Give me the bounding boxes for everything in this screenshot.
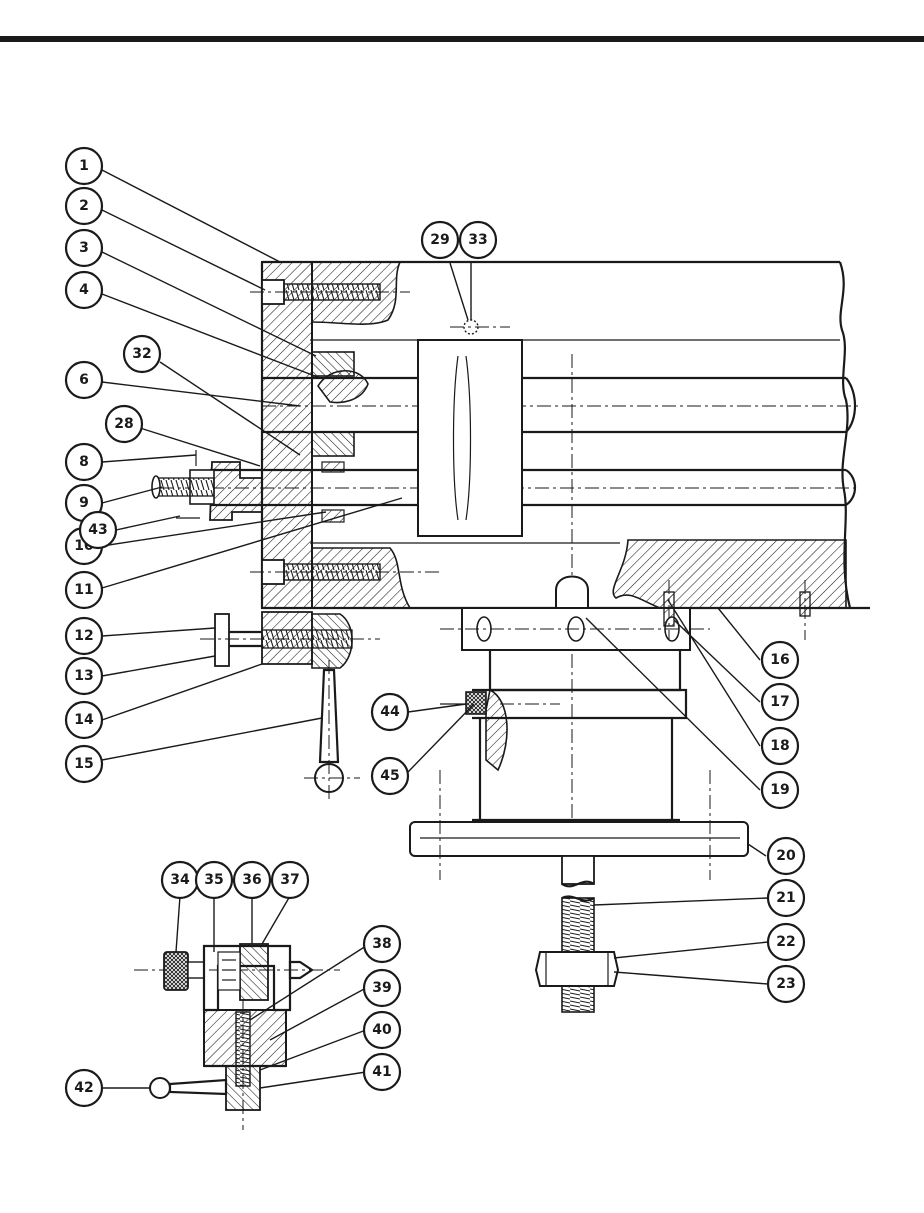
callout-6: 6: [64, 360, 104, 400]
callout-29: 29: [420, 220, 460, 260]
main-table-assembly: [151, 260, 870, 800]
svg-text:21: 21: [776, 890, 795, 906]
callout-20: 20: [766, 836, 806, 876]
callout-18: 18: [760, 726, 800, 766]
callout-17: 17: [760, 682, 800, 722]
callout-14: 14: [64, 700, 104, 740]
svg-text:4: 4: [79, 282, 89, 298]
callout-39: 39: [362, 968, 402, 1008]
svg-text:41: 41: [372, 1064, 391, 1080]
svg-text:35: 35: [204, 872, 223, 888]
callout-45: 45: [370, 756, 410, 796]
callout-8: 8: [64, 442, 104, 482]
svg-text:23: 23: [776, 976, 795, 992]
callout-35: 35: [194, 860, 234, 900]
svg-text:38: 38: [372, 936, 391, 952]
callout-42: 42: [64, 1068, 104, 1108]
svg-text:19: 19: [770, 782, 789, 798]
callout-1: 1: [64, 146, 104, 186]
svg-text:32: 32: [132, 346, 151, 362]
svg-text:15: 15: [74, 756, 93, 772]
leader-lines: [101, 169, 769, 1089]
callout-22: 22: [766, 922, 806, 962]
svg-text:1: 1: [79, 158, 89, 174]
callout-32: 32: [122, 334, 162, 374]
callout-23: 23: [766, 964, 806, 1004]
callout-13: 13: [64, 656, 104, 696]
callout-3: 3: [64, 228, 104, 268]
callout-16: 16: [760, 640, 800, 680]
callout-43: 43: [78, 510, 118, 550]
svg-text:20: 20: [776, 848, 796, 864]
svg-text:9: 9: [79, 495, 89, 511]
callout-4: 4: [64, 270, 104, 310]
callout-33: 33: [458, 220, 498, 260]
svg-text:34: 34: [170, 872, 190, 888]
svg-text:22: 22: [776, 934, 795, 950]
callout-34: 34: [160, 860, 200, 900]
holder-detail-assembly: [134, 943, 340, 1130]
callout-15: 15: [64, 744, 104, 784]
svg-text:36: 36: [242, 872, 261, 888]
callout-44: 44: [370, 692, 410, 732]
callout-21: 21: [766, 878, 806, 918]
callout-40: 40: [362, 1010, 402, 1050]
svg-text:16: 16: [770, 652, 789, 668]
svg-text:18: 18: [770, 738, 789, 754]
svg-text:14: 14: [74, 712, 94, 728]
callout-19: 19: [760, 770, 800, 810]
callout-2: 2: [64, 186, 104, 226]
callout-38: 38: [362, 924, 402, 964]
part-callouts: 1 2 3 4 6 8 9 10 11 12 13 14 15 16 17 18…: [64, 146, 806, 1108]
svg-text:39: 39: [372, 980, 391, 996]
svg-text:11: 11: [74, 582, 93, 598]
svg-text:28: 28: [114, 416, 133, 432]
svg-text:29: 29: [430, 232, 449, 248]
svg-text:45: 45: [380, 768, 399, 784]
callout-36: 36: [232, 860, 272, 900]
callout-11: 11: [64, 570, 104, 610]
callout-37: 37: [270, 860, 310, 900]
top-border-rule: [0, 36, 924, 42]
svg-text:42: 42: [74, 1080, 93, 1096]
callout-28: 28: [104, 404, 144, 444]
svg-text:40: 40: [372, 1022, 392, 1038]
svg-text:2: 2: [79, 198, 89, 214]
svg-text:8: 8: [79, 454, 89, 470]
svg-text:17: 17: [770, 694, 789, 710]
column-base-assembly: [409, 354, 811, 1013]
svg-text:37: 37: [280, 872, 299, 888]
svg-text:43: 43: [88, 522, 107, 538]
callout-41: 41: [362, 1052, 402, 1092]
svg-text:44: 44: [380, 704, 400, 720]
svg-text:13: 13: [74, 668, 93, 684]
callout-12: 12: [64, 616, 104, 656]
svg-text:3: 3: [79, 240, 89, 256]
svg-text:33: 33: [468, 232, 487, 248]
svg-text:12: 12: [74, 628, 93, 644]
svg-text:6: 6: [79, 372, 89, 388]
